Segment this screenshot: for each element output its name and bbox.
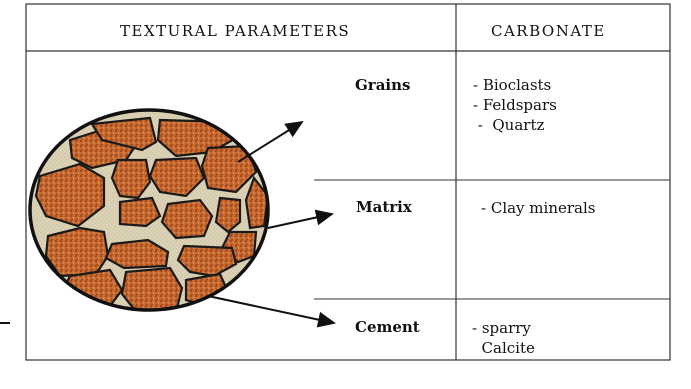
thin-section-illustration [30, 110, 268, 314]
item-quartz: - Quartz [473, 115, 544, 135]
label-grains: Grains [355, 76, 410, 94]
header-textural-parameters: TEXTURAL PARAMETERS [120, 22, 350, 40]
grain-particle [46, 228, 108, 276]
item-calcite: Calcite [472, 338, 535, 358]
label-matrix: Matrix [356, 198, 412, 216]
item-sparry: - sparry [472, 318, 531, 338]
label-cement: Cement [355, 318, 420, 336]
grain-particle [62, 270, 122, 314]
cement-arrow [208, 296, 334, 323]
matrix-arrow [268, 214, 332, 228]
item-feldspars: - Feldspars [473, 95, 557, 115]
header-carbonate: CARBONATE [491, 22, 606, 40]
item-bioclasts: - Bioclasts [473, 75, 551, 95]
item-clay-minerals: - Clay minerals [481, 198, 595, 218]
grains-arrow [238, 122, 302, 162]
